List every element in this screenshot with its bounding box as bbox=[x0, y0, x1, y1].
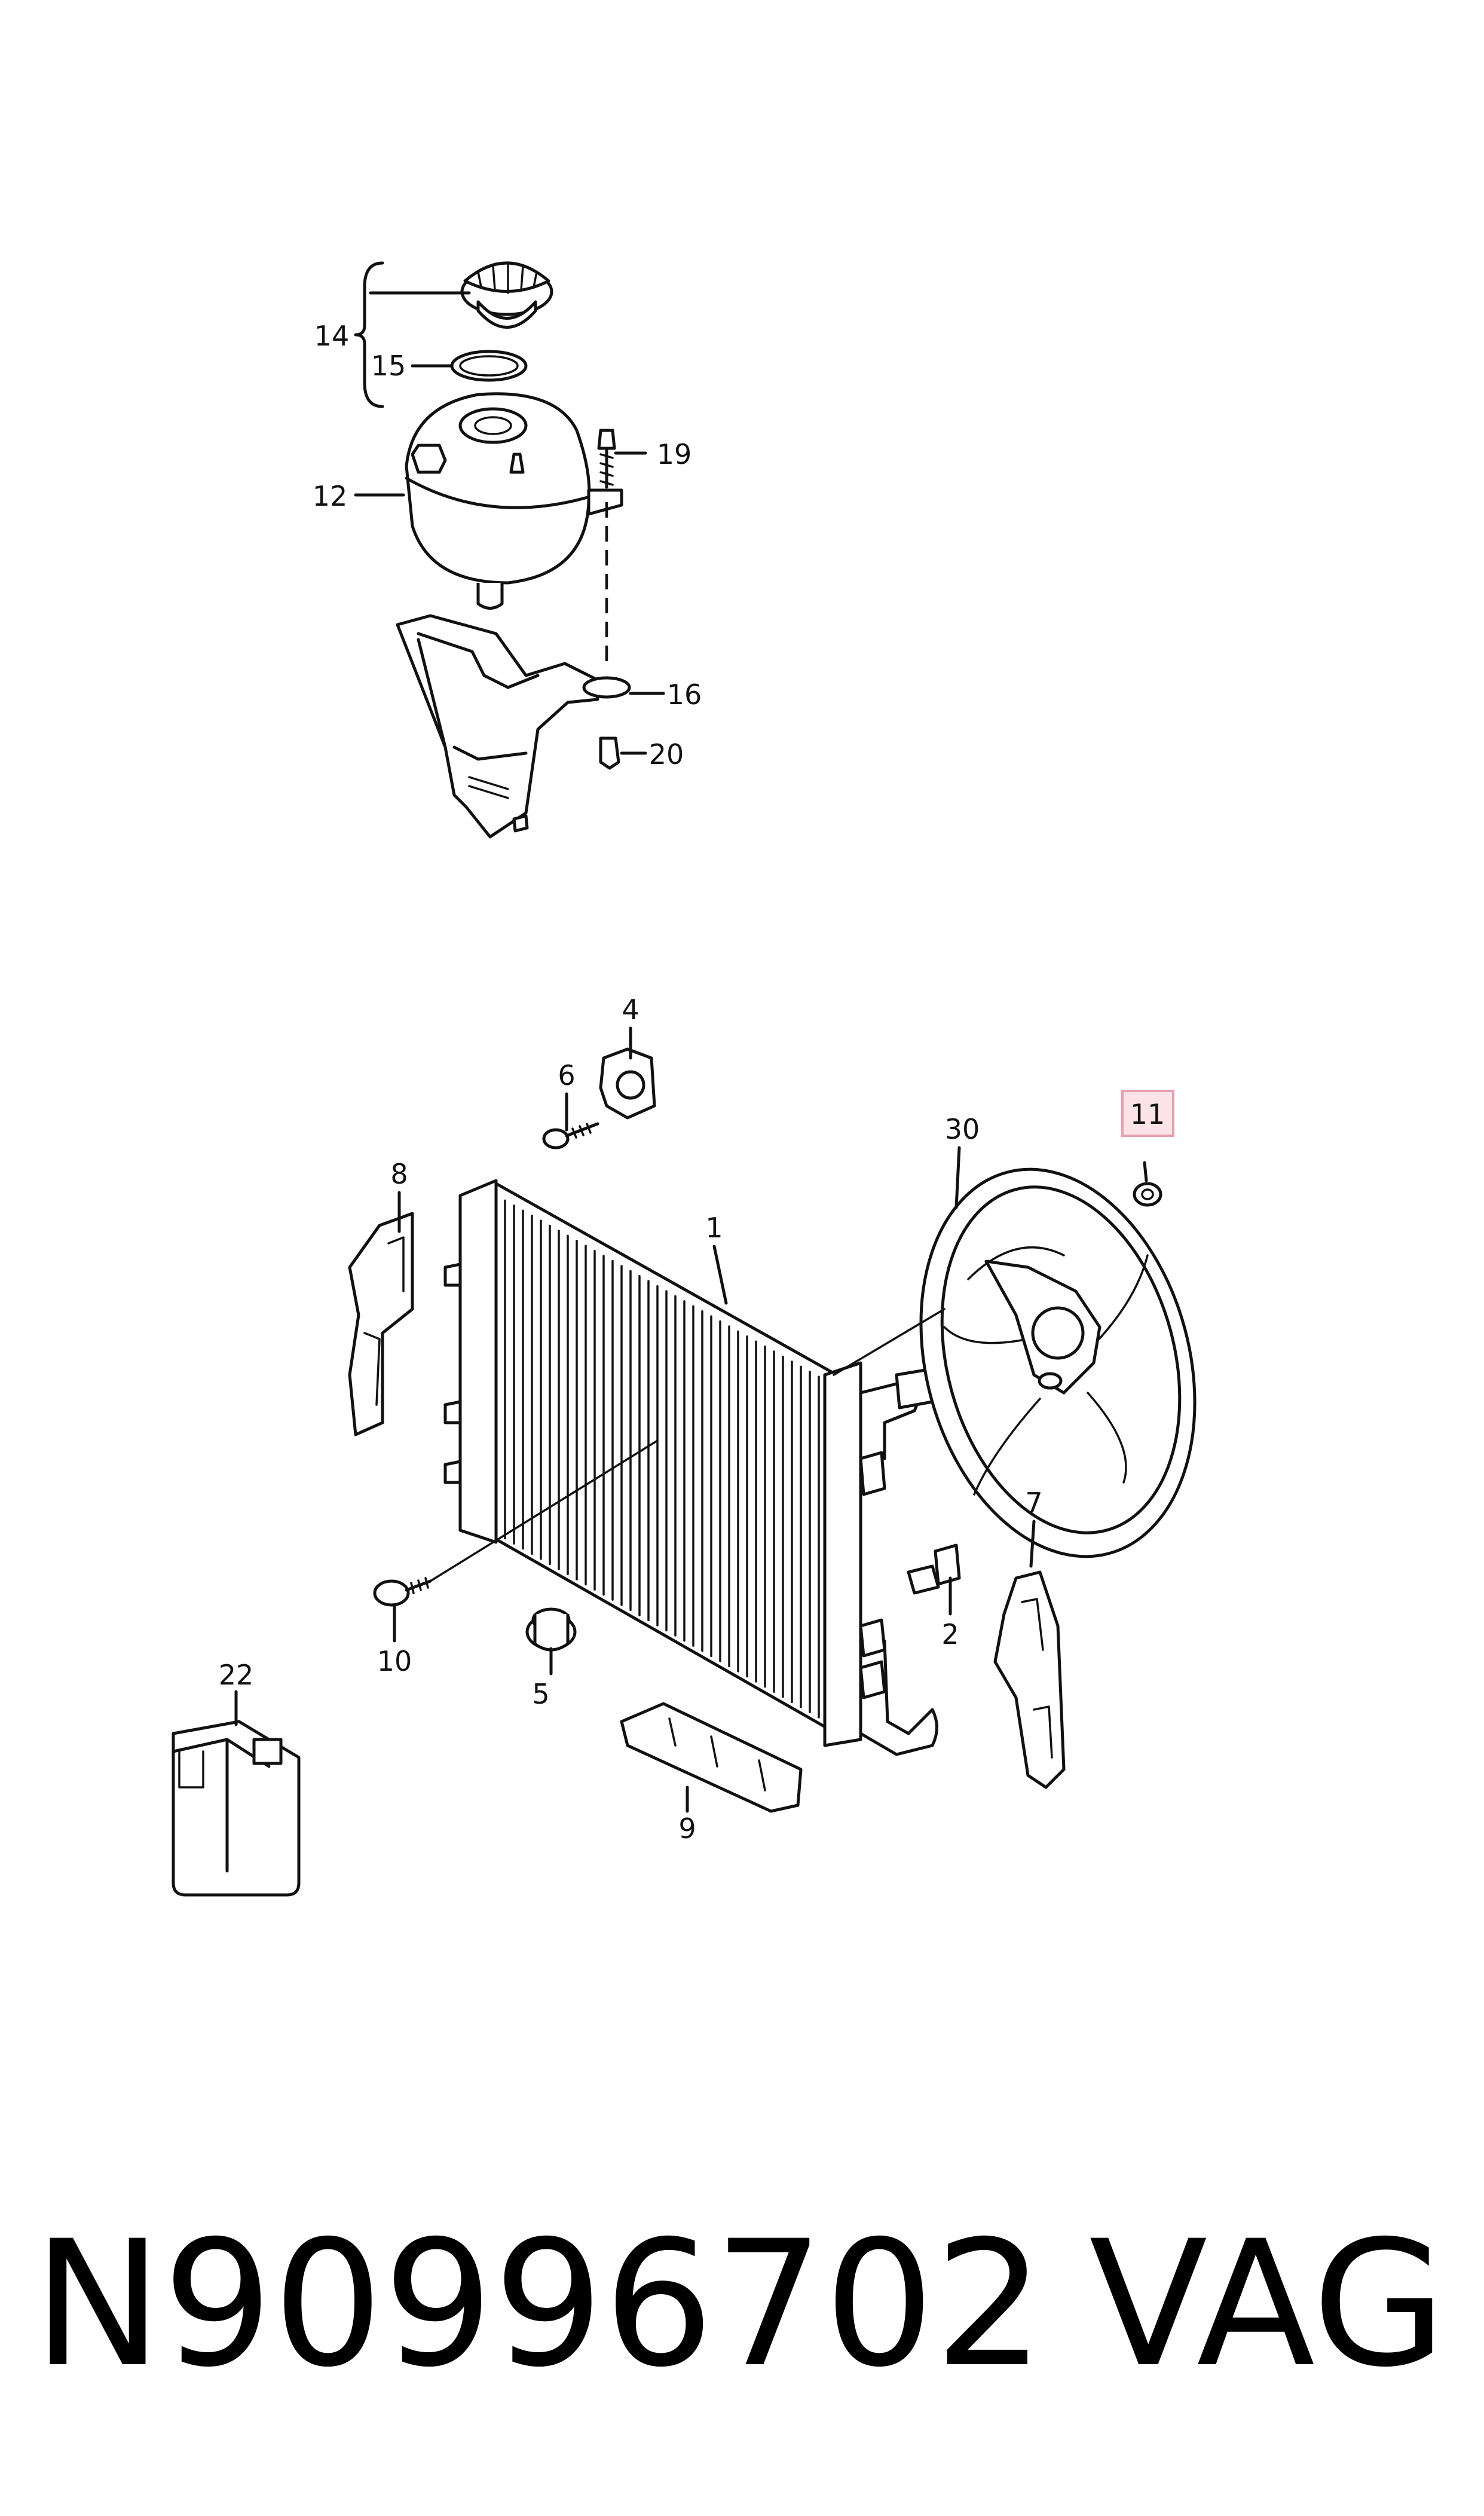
callout-6: 6 bbox=[558, 1059, 575, 1092]
expansion-tank-group bbox=[396, 261, 631, 839]
radiator-bolt bbox=[373, 1577, 432, 1607]
bracket-clip bbox=[599, 736, 620, 770]
radiator bbox=[443, 1179, 938, 1756]
callout-30: 30 bbox=[945, 1113, 980, 1145]
callout-4: 4 bbox=[622, 993, 639, 1026]
callout-7: 7 bbox=[1025, 1487, 1042, 1519]
radiator-fan bbox=[919, 1167, 1197, 1558]
bracket-washer bbox=[582, 676, 631, 699]
temperature-sensor bbox=[907, 1543, 961, 1595]
rubber-grommet bbox=[525, 1607, 577, 1652]
callout-2: 2 bbox=[941, 1618, 959, 1650]
tank-cap bbox=[460, 261, 553, 329]
callout-22: 22 bbox=[219, 1659, 254, 1691]
part-number: N90996702 bbox=[33, 2204, 1045, 2405]
callout-8: 8 bbox=[390, 1158, 408, 1190]
callout-9: 9 bbox=[678, 1812, 696, 1845]
expansion-tank bbox=[405, 392, 623, 610]
air-guide bbox=[620, 1702, 803, 1813]
tank-bracket bbox=[396, 614, 599, 839]
callout-11-highlight bbox=[1121, 1090, 1174, 1137]
callout-20: 20 bbox=[649, 738, 684, 771]
callout-5: 5 bbox=[532, 1678, 549, 1710]
side-seal-right bbox=[993, 1570, 1066, 1789]
leader-lines-top bbox=[354, 291, 665, 755]
callout-15: 15 bbox=[371, 350, 406, 382]
leader-lines-bottom bbox=[234, 1026, 1148, 1813]
callout-12: 12 bbox=[313, 480, 348, 512]
tank-bolt bbox=[597, 429, 616, 489]
brace-14 bbox=[354, 261, 384, 408]
callout-11: 11 bbox=[1130, 1098, 1165, 1130]
callout-19: 19 bbox=[657, 438, 692, 470]
coolant-container bbox=[172, 1720, 301, 1897]
side-seal-left bbox=[348, 1212, 414, 1436]
radiator-mount bbox=[599, 1047, 656, 1120]
callout-labels: 14 15 12 19 16 20 4 6 8 1 30 7 2 10 5 9 … bbox=[219, 320, 1174, 1845]
brand-name: VAG bbox=[1089, 2204, 1446, 2405]
callout-1: 1 bbox=[705, 1212, 723, 1244]
callout-14: 14 bbox=[314, 320, 350, 352]
mount-screw bbox=[542, 1122, 599, 1150]
callout-16: 16 bbox=[667, 678, 702, 711]
fan-nut bbox=[1133, 1182, 1162, 1207]
callout-10: 10 bbox=[377, 1645, 412, 1677]
